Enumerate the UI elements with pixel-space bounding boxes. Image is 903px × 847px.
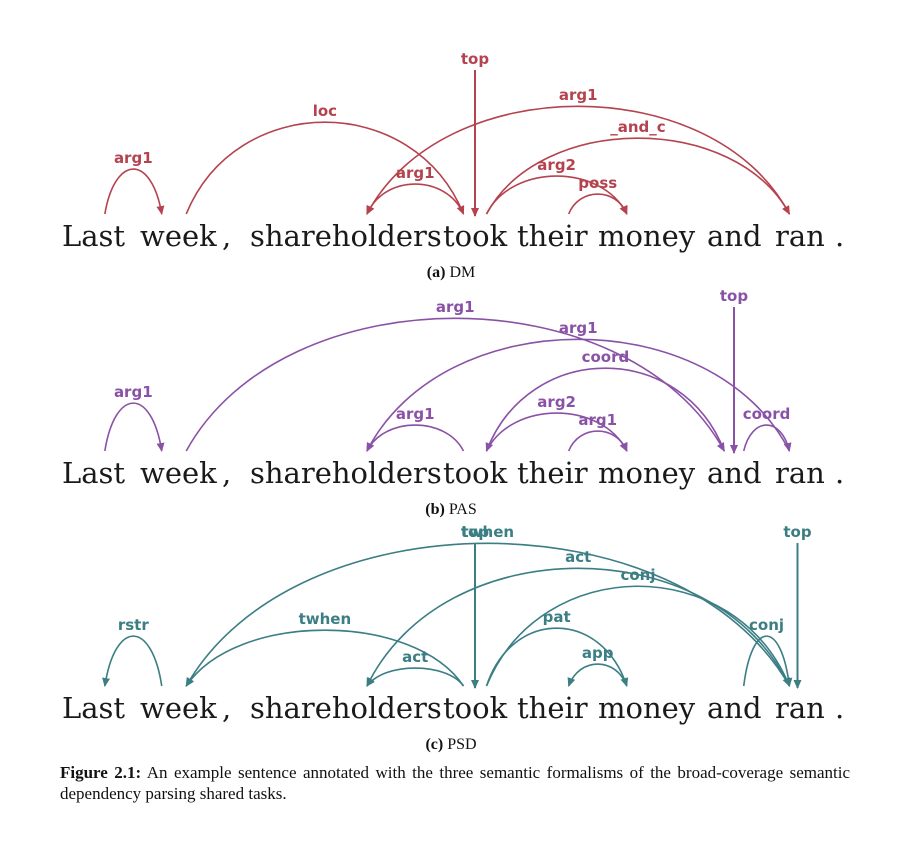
- arc-psd-6: [485, 627, 629, 687]
- top-label-dm-0: top: [461, 50, 489, 68]
- word-psd-3: shareholders: [250, 691, 442, 725]
- word-dm-5: their: [517, 219, 588, 253]
- arc-label-pas-1: arg1: [436, 298, 475, 316]
- word-pas-8: ran: [775, 456, 825, 490]
- word-psd-7: and: [707, 691, 762, 725]
- word-dm-7: and: [707, 219, 762, 253]
- arc-label-pas-0: arg1: [114, 383, 153, 401]
- arc-label-psd-8: conj: [749, 616, 784, 634]
- arc-label-psd-1: twhen: [462, 523, 515, 541]
- word-pas-5: their: [517, 456, 588, 490]
- arc-label-pas-6: arg1: [578, 411, 617, 429]
- word-dm-0: Last: [62, 219, 125, 253]
- subcaption-name-dm: DM: [449, 264, 475, 281]
- arc-pas-4: [485, 367, 726, 452]
- caption-label: Figure 2.1:: [60, 763, 142, 782]
- top-label-psd-0: top: [461, 523, 489, 541]
- arc-psd-7: [567, 663, 628, 687]
- subcaption-letter-dm: (a): [427, 264, 450, 281]
- subcaption-dm: (a) DM: [427, 264, 475, 281]
- arc-psd-0: [102, 635, 163, 687]
- arc-psd-2: [185, 629, 465, 687]
- arc-dm-6: [567, 193, 628, 215]
- word-psd-1: week: [140, 691, 217, 725]
- subcaption-psd: (c) PSD: [425, 736, 476, 753]
- arc-dm-1: [185, 121, 465, 215]
- word-pas-0: Last: [62, 456, 125, 490]
- word-pas-7: and: [707, 456, 762, 490]
- top-label-pas-0: top: [720, 287, 748, 305]
- subcaption-letter-pas: (b): [425, 501, 449, 518]
- arc-pas-3: [366, 338, 791, 452]
- arc-label-dm-5: arg2: [537, 156, 576, 174]
- arc-label-dm-4: _and_c: [610, 118, 665, 136]
- word-psd-8: ran: [775, 691, 825, 725]
- arc-dm-5: [485, 175, 628, 215]
- arc-label-psd-7: app: [582, 644, 614, 662]
- arc-pas-0: [104, 402, 165, 452]
- word-dm-4: took: [443, 219, 508, 253]
- word-psd-4: took: [443, 691, 508, 725]
- arc-pas-5: [485, 412, 628, 452]
- arc-label-dm-1: loc: [313, 102, 337, 120]
- word-dm-8: ran: [775, 219, 825, 253]
- arc-dm-3: [366, 105, 791, 215]
- arc-label-pas-7: coord: [743, 405, 791, 423]
- arc-label-pas-3: arg1: [559, 319, 598, 337]
- subcaption-name-pas: PAS: [449, 501, 477, 518]
- word-psd-0: Last: [62, 691, 125, 725]
- word-dm-3: shareholders: [250, 219, 442, 253]
- word-psd-6: money: [598, 691, 696, 725]
- figure-caption: Figure 2.1: An example sentence annotate…: [60, 762, 850, 804]
- subcaption-pas: (b) PAS: [425, 501, 476, 518]
- arc-label-pas-4: coord: [582, 348, 630, 366]
- arc-psd-5: [485, 585, 791, 687]
- word-pas-6: money: [598, 456, 696, 490]
- arc-label-pas-5: arg2: [537, 393, 576, 411]
- arc-dm-0: [104, 168, 165, 215]
- arc-label-dm-3: arg1: [559, 86, 598, 104]
- arc-psd-3: [366, 567, 791, 687]
- arc-pas-1: [185, 317, 725, 452]
- arc-pas-7: [742, 424, 792, 452]
- subcaption-letter-psd: (c): [425, 736, 447, 753]
- arc-dm-4: [485, 137, 791, 215]
- arc-label-psd-0: rstr: [118, 616, 149, 634]
- arc-dm-2: [366, 183, 465, 215]
- arc-label-psd-2: twhen: [299, 610, 352, 628]
- word-psd-9: .: [835, 691, 844, 725]
- word-dm-9: .: [835, 219, 844, 253]
- arc-psd-4: [366, 667, 465, 687]
- arc-label-pas-2: arg1: [396, 405, 435, 423]
- word-pas-9: .: [835, 456, 844, 490]
- arc-pas-6: [567, 430, 628, 452]
- word-dm-6: money: [598, 219, 696, 253]
- word-psd-5: their: [517, 691, 588, 725]
- arc-label-dm-2: arg1: [396, 164, 435, 182]
- arc-psd-8: [742, 635, 793, 687]
- subcaption-name-psd: PSD: [447, 736, 476, 753]
- top-label-psd-1: top: [783, 523, 811, 541]
- word-pas-3: shareholders: [250, 456, 442, 490]
- arc-label-psd-4: act: [402, 648, 428, 666]
- word-pas-2: ,: [222, 456, 231, 490]
- arc-label-dm-0: arg1: [114, 149, 153, 167]
- word-dm-2: ,: [222, 219, 231, 253]
- arc-label-psd-6: pat: [543, 608, 571, 626]
- word-pas-4: took: [443, 456, 508, 490]
- arc-label-dm-6: poss: [578, 174, 617, 192]
- word-pas-1: week: [140, 456, 217, 490]
- arc-label-psd-3: act: [565, 548, 591, 566]
- word-dm-1: week: [140, 219, 217, 253]
- arc-pas-2: [366, 424, 465, 452]
- caption-text: An example sentence annotated with the t…: [60, 763, 851, 803]
- arc-label-psd-5: conj: [620, 566, 655, 584]
- arc-psd-1: [185, 542, 791, 687]
- word-psd-2: ,: [222, 691, 231, 725]
